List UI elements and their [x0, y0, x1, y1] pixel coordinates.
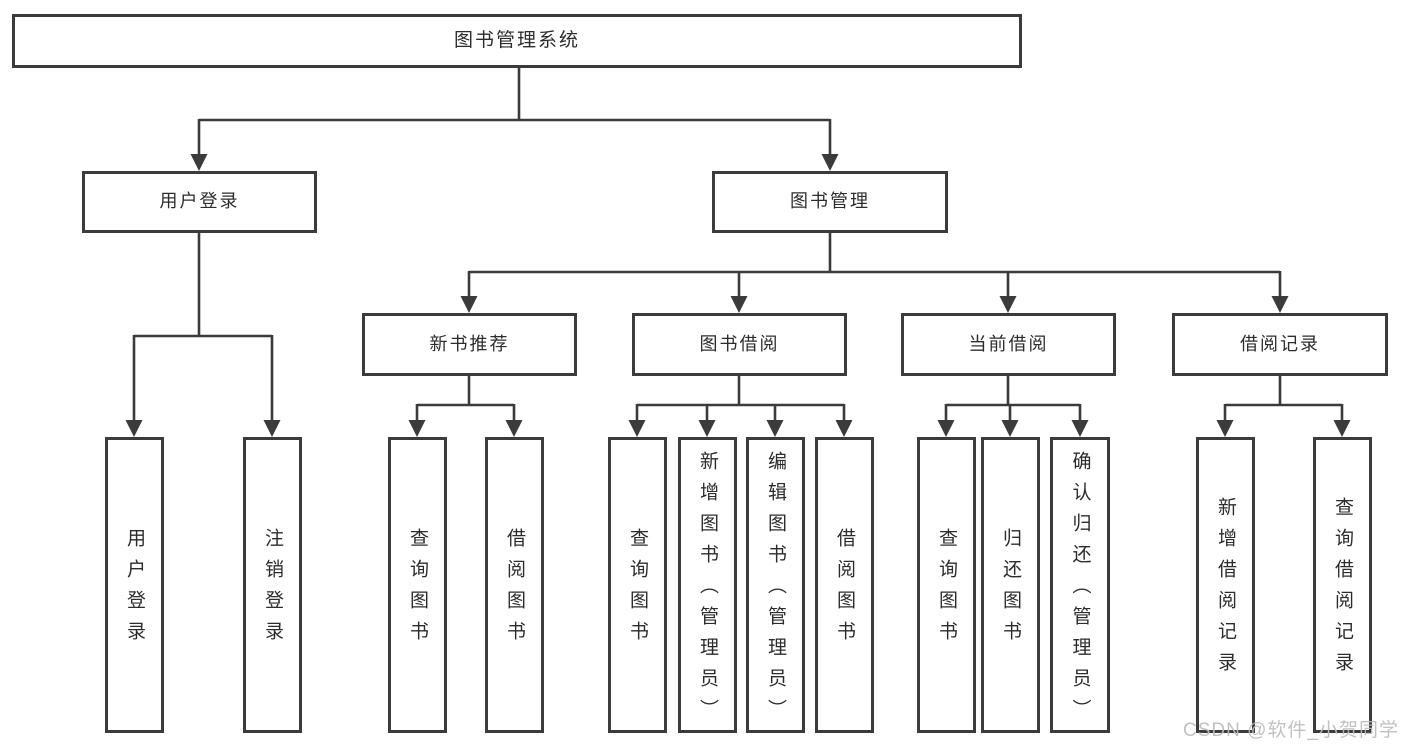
leaf-query-books-current: 查询图书 [917, 437, 976, 733]
leaf-query-borrow-record: 查询借阅记录 [1313, 437, 1372, 733]
node-borrow-records: 借阅记录 [1172, 313, 1388, 376]
leaf-borrow-books-recommend: 借阅图书 [485, 437, 544, 733]
leaf-return-books: 归还图书 [981, 437, 1040, 733]
leaf-user-login: 用户登录 [105, 437, 164, 733]
node-library-management-system: 图书管理系统 [12, 14, 1022, 68]
node-user-login: 用户登录 [82, 171, 317, 233]
leaf-edit-books-admin: 编辑图书（管理员） [746, 437, 805, 733]
node-book-borrowing: 图书借阅 [632, 313, 847, 376]
leaf-logout-login: 注销登录 [243, 437, 302, 733]
node-book-management: 图书管理 [712, 171, 948, 233]
node-current-borrowing: 当前借阅 [901, 313, 1116, 376]
leaf-add-books-admin: 新增图书（管理员） [678, 437, 737, 733]
leaf-query-books-recommend: 查询图书 [388, 437, 447, 733]
node-new-book-recommend: 新书推荐 [362, 313, 577, 376]
csdn-watermark: CSDN @软件_小贺同学 [1183, 720, 1399, 741]
leaf-add-borrow-record: 新增借阅记录 [1196, 437, 1255, 733]
leaf-confirm-return-admin: 确认归还（管理员） [1050, 437, 1110, 733]
leaf-borrow-books: 借阅图书 [815, 437, 874, 733]
arrowhead-icons [125, 154, 1351, 437]
leaf-query-books-borrowing: 查询图书 [608, 437, 667, 733]
